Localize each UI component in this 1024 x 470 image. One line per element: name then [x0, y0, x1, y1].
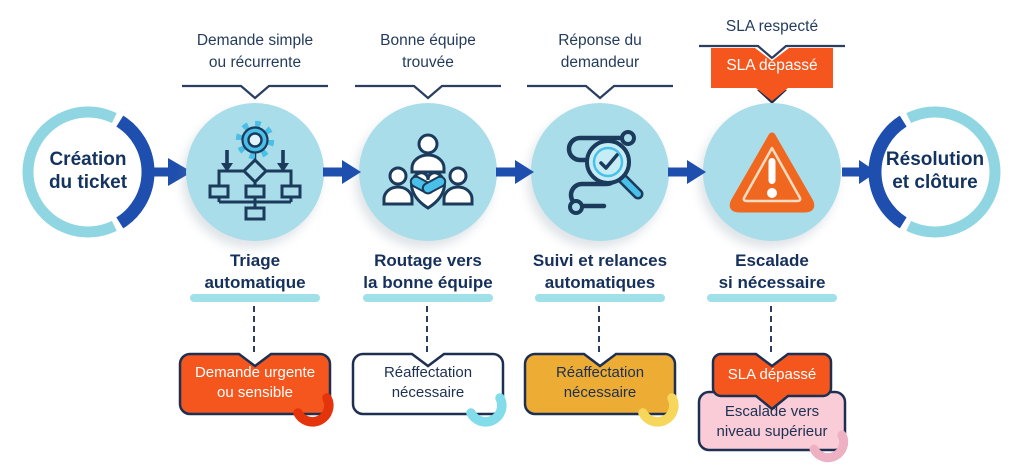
condition-bracket — [699, 44, 845, 60]
callout-text: Demande urgente ou sensible — [194, 364, 316, 401]
callout-urgent-request: Demande urgente ou sensible — [178, 352, 334, 427]
step-column-escalade: SLA respecté SLA dépassé Escalade si néc… — [682, 0, 862, 470]
step-column-triage: Demande simple ou récurrente — [165, 0, 345, 470]
tracking-magnifier-check-icon — [566, 130, 644, 215]
flow-arrow-icon — [496, 160, 534, 184]
dashed-connector — [770, 306, 772, 352]
callout-shape — [711, 352, 833, 411]
step-condition-label: Demande simple ou récurrente — [196, 32, 314, 71]
step-title: Routage vers la bonne équipe — [363, 251, 493, 292]
warning-triangle-icon — [729, 132, 815, 213]
callout-shape — [523, 352, 679, 427]
step-column-routage: Bonne équipe trouvée Routage vers la bon… — [338, 0, 518, 470]
step-title: Triage automatique — [204, 251, 306, 292]
start-node: Création du ticket — [12, 100, 202, 244]
step-circle — [531, 103, 669, 241]
sla-exceeded-badge-text: SLA dépassé — [726, 57, 818, 74]
step-condition-label: Bonne équipe trouvée — [380, 32, 476, 71]
start-node-circle — [22, 106, 192, 238]
corner-curl-accent — [466, 393, 507, 427]
automation-flowchart-gear-icon — [208, 120, 302, 221]
title-highlight-underline — [707, 294, 837, 302]
dashed-connector — [426, 306, 428, 352]
callout-sla-exceeded: SLA dépassé — [711, 352, 833, 411]
step-circle — [703, 103, 841, 241]
end-node-label: Résolution et clôture — [885, 149, 985, 193]
end-node: Résolution et clôture — [862, 100, 1008, 244]
flow-arrow-icon — [668, 160, 706, 184]
corner-curl-accent — [293, 393, 334, 427]
callout-shape — [178, 352, 334, 427]
callout-reassignment: Réaffectation nécessaire — [351, 352, 507, 427]
condition-bracket — [182, 84, 328, 100]
callout-text: Réaffectation nécessaire — [383, 364, 473, 401]
step-title: Escalade si nécessaire — [718, 251, 826, 292]
callout-shape — [697, 390, 849, 463]
callout-escalate-higher-level: Escalade vers niveau supérieur — [697, 390, 849, 463]
condition-bracket — [355, 84, 501, 100]
sla-exceeded-badge — [711, 48, 833, 104]
step-condition-label: Réponse du demandeur — [558, 32, 642, 71]
flow-arrow-icon — [323, 160, 361, 184]
step-circle — [359, 103, 497, 241]
title-highlight-underline — [190, 294, 320, 302]
team-handshake-icon — [382, 133, 474, 210]
dashed-connector — [598, 306, 600, 352]
title-highlight-underline — [535, 294, 665, 302]
step-condition-label: SLA respecté — [725, 18, 819, 35]
corner-curl-accent — [638, 393, 679, 427]
start-arrow-head — [168, 158, 192, 186]
flow-arrow-icon — [842, 160, 877, 184]
step-circle — [186, 103, 324, 241]
dashed-connector — [253, 306, 255, 352]
callout-reassignment-amber: Réaffectation nécessaire — [523, 352, 679, 427]
callout-text: Réaffectation nécessaire — [555, 364, 645, 401]
title-highlight-underline — [363, 294, 493, 302]
callout-shape — [351, 352, 507, 427]
step-column-suivi: Réponse du demandeur Suivi et relances a… — [510, 0, 690, 470]
callout-text: SLA dépassé — [727, 366, 817, 383]
condition-bracket — [527, 84, 673, 100]
start-node-label: Création du ticket — [48, 149, 128, 193]
corner-curl-accent — [809, 430, 849, 463]
step-title: Suivi et relances automatiques — [532, 251, 668, 292]
callout-text: Escalade vers niveau supérieur — [716, 403, 828, 440]
